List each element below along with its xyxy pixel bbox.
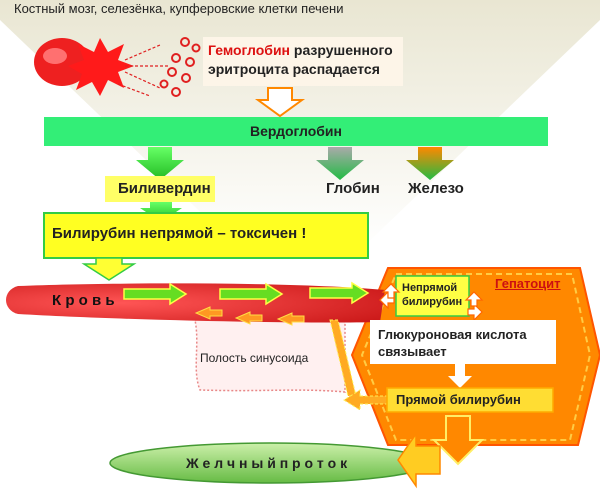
verdoglobin-bar [44,117,548,146]
arrow-to-bile-icon [431,415,485,466]
hepatocyte-indirect-line1: Непрямой [402,282,458,294]
hepatocyte-indirect-line2: билирубин [402,296,463,308]
location-label: Костный мозг, селезёнка, купферовские кл… [14,1,344,16]
sinusoid-cavity [194,317,346,393]
hepatocyte-title: Гепатоцит [495,276,561,291]
arrow-into-bile-icon [397,431,441,489]
hemoglobin-box [203,37,403,86]
blood-flow-right-arrows [123,281,370,306]
direct-bilirubin-label: Прямой билирубин [396,392,521,407]
blood-flow-left-arrows [194,306,305,326]
glucuronic-line1: Глюкуроновая кислота [378,327,527,342]
fragment-arrows [117,44,170,97]
glucuronic-label: Глюкуроновая кислота связывает [378,326,527,360]
hemoglobin-rest: разрушенного [293,42,393,58]
glucuronic-line2: связывает [378,344,447,359]
erythrocyte-icon [34,38,90,86]
blood-label: К р о в ь [52,292,115,309]
arrow-to-globin-icon [316,147,364,180]
arrow-to-iron-icon [406,147,454,180]
sinusoid-label: Полость синусоида [200,351,309,365]
hemoglobin-fragments [159,37,201,97]
blood-vessel-shape [6,283,385,323]
hemoglobin-line2: эритроцита распадается [208,61,380,77]
arrow-to-blood-icon [81,257,137,281]
globin-label: Глобин [326,180,380,197]
hepatocyte-indirect-box [395,275,470,317]
diffusion-arrows-icon [379,283,484,322]
direct-bilirubin-box [386,387,554,413]
indirect-bilirubin-label: Билирубин непрямой – токсичен ! [52,225,307,242]
hollow-arrow-icon [254,87,306,118]
arrow-to-direct-icon [448,364,472,388]
hemoglobin-word: Гемоглобин [208,42,291,58]
arrow-to-biliverdin-icon [136,147,184,180]
explosion-icon [68,38,134,96]
bile-duct-label: Ж е л ч н ы й п р о т о к [186,455,348,471]
hemoglobin-label: Гемоглобин разрушенного эритроцита распа… [208,41,393,79]
biliverdin-label: Биливердин [118,180,211,197]
hepatocyte-indirect-label: Непрямой билирубин [402,281,462,309]
biliverdin-box [105,176,215,202]
iron-label: Железо [408,180,464,197]
indirect-bilirubin-box [43,212,369,259]
glucuronic-acid-box [370,320,556,364]
verdoglobin-label: Вердоглобин [250,123,342,139]
